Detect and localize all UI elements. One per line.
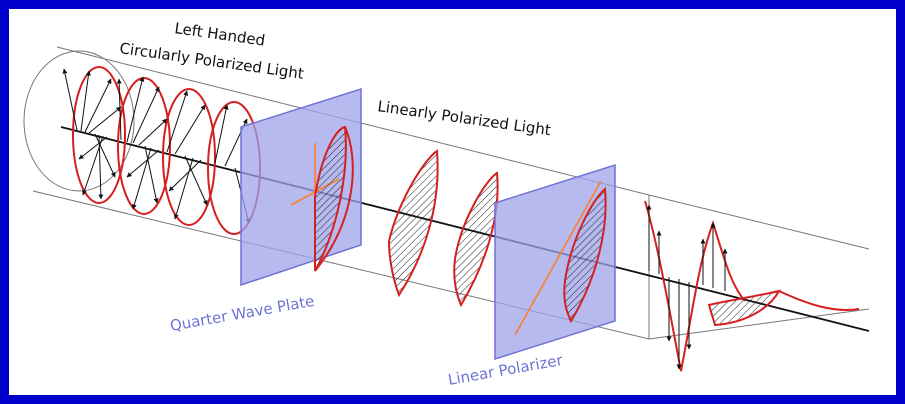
label-circular-light: Circularly Polarized Light [118, 39, 305, 83]
label-left-handed: Left Handed [173, 19, 266, 50]
label-quarter-wave-plate: Quarter Wave Plate [169, 292, 316, 335]
circular-wave [72, 66, 261, 235]
linear-wave-2 [563, 187, 607, 324]
exit-wave [644, 200, 860, 372]
entrance-circle [23, 50, 135, 192]
linear-wave-1 [314, 125, 499, 308]
diagram-panel: Left Handed Circularly Polarized Light L… [9, 9, 896, 395]
polarizer-axis [514, 180, 602, 336]
exit-vectors [646, 204, 728, 370]
circular-vectors [62, 68, 251, 224]
label-linear-polarizer: Linear Polarizer [447, 351, 565, 389]
polarization-diagram: Left Handed Circularly Polarized Light L… [23, 19, 870, 389]
